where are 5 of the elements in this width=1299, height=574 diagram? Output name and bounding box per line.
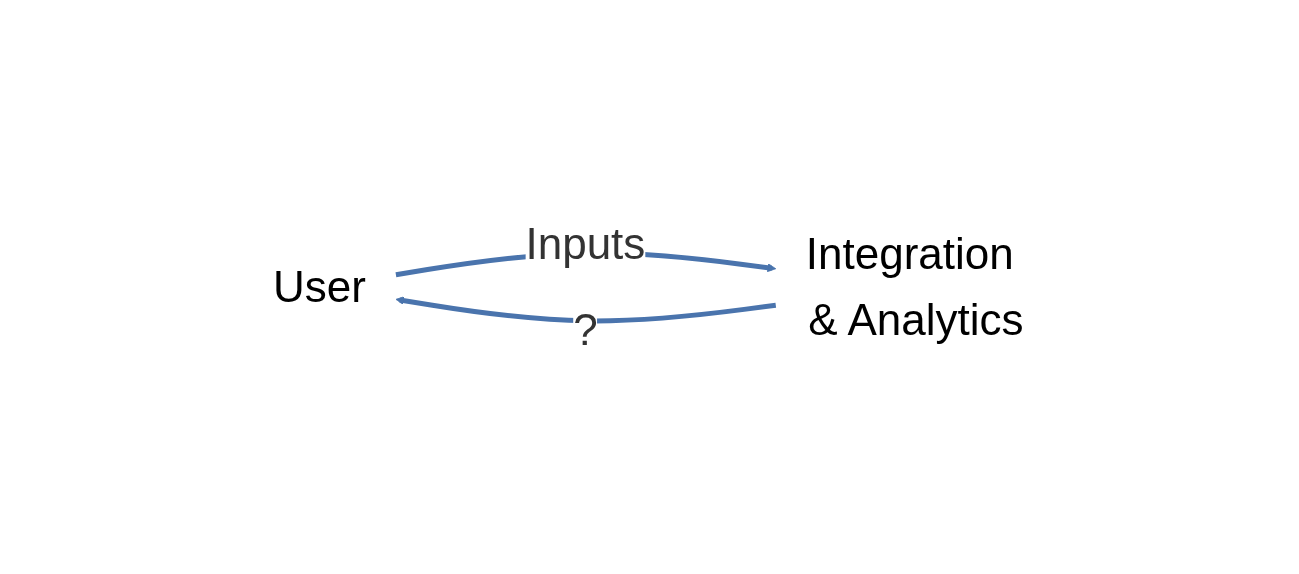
node-text: User bbox=[273, 262, 366, 311]
node-text: Integration & Analytics bbox=[805, 229, 1024, 344]
edge-label: Inputs bbox=[525, 219, 646, 269]
edge-label: ? bbox=[573, 304, 598, 354]
arrow bbox=[395, 296, 777, 324]
